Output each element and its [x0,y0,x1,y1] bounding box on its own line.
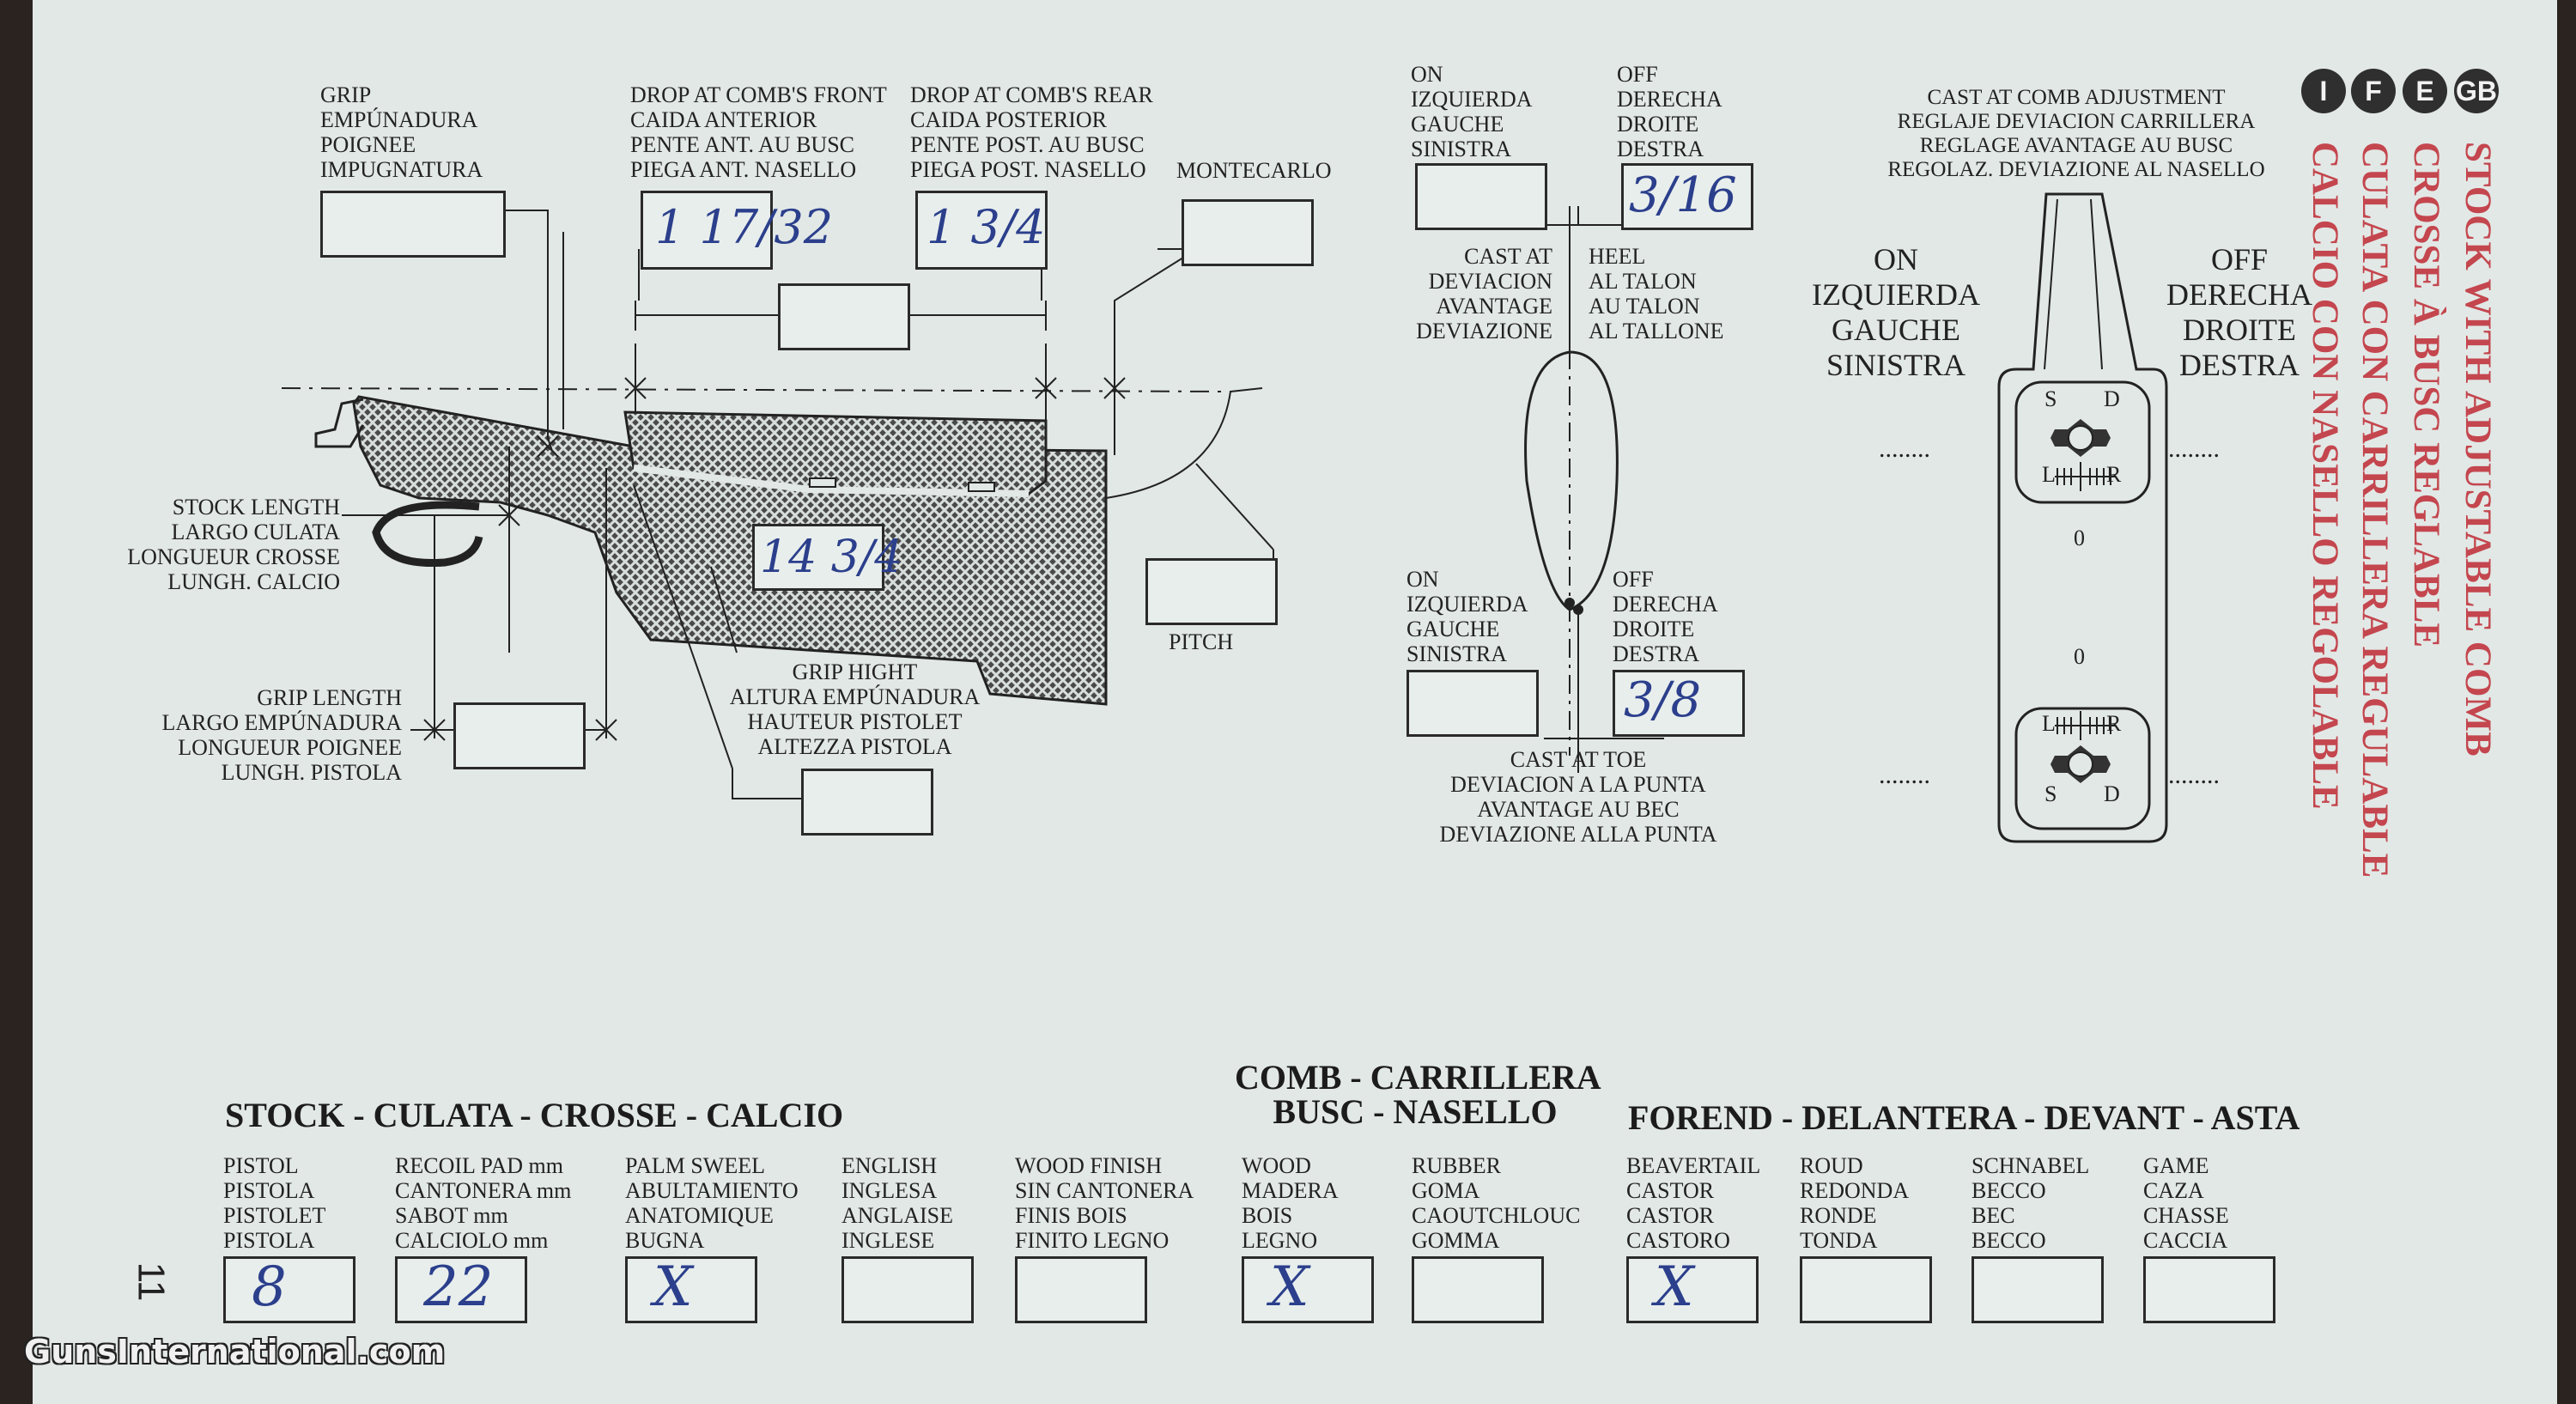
page-number: 11 [130,1261,173,1302]
cast-toe-on-field[interactable] [1406,670,1539,737]
option-checkbox[interactable] [2143,1256,2275,1323]
stock-length-label: STOCK LENGTH LARGO CULATA LONGUEUR CROSS… [127,495,340,594]
comb-on-label: ON IZQUIERDA GAUCHE SINISTRA [1812,242,1980,382]
scale-l-bottom: L [2042,711,2056,736]
drop-rear-handwritten: 1 3/4 [927,200,1046,254]
option-label: ENGLISH INGLESA ANGLAISE INGLESE [841,1153,953,1253]
cast-toe-on-label: ON IZQUIERDA GAUCHE SINISTRA [1406,567,1528,666]
comb-adjustment-title: CAST AT COMB ADJUSTMENT REGLAJE DEVIACIO… [1887,86,2265,181]
comb-heading: COMB - CARRILLERA BUSC - NASELLO [1235,1058,1601,1131]
option-mark: 8 [252,1255,287,1319]
side-title-gb: STOCK WITH ADJUSTABLE COMB [2458,142,2498,757]
option-label: WOOD FINISH SIN CANTONERA FINIS BOIS FIN… [1015,1153,1194,1253]
cast-heel-on-field[interactable] [1415,163,1547,230]
option-label: RECOIL PAD mm CANTONERA mm SABOT mm CALC… [395,1153,572,1253]
side-title-f: CROSSE À BUSC REGLABLE [2406,142,2446,648]
comb-off-label: OFF DERECHA DROITE DESTRA [2166,242,2312,382]
comb-on-dots-lower: ........ [1879,761,1930,789]
form-sheet: GRIP EMPÚNADURA POIGNEE IMPUGNATURA DROP… [33,0,2557,1404]
lang-badge-f: F [2351,69,2396,113]
option-mark: X [653,1255,693,1319]
option-checkbox[interactable] [841,1256,974,1323]
scale-zero-bottom: 0 [2074,644,2085,669]
comb-off-dots-lower: ........ [2168,761,2220,789]
drop-front-label: DROP AT COMB'S FRONT CAIDA ANTERIOR PENT… [630,82,887,182]
side-title-i: CALCIO CON NASELLO REGOLABLE [2305,142,2345,810]
pitch-field[interactable] [1145,558,1278,625]
option-label: WOOD MADERA BOIS LEGNO [1242,1153,1339,1253]
option-label: BEAVERTAIL CASTOR CASTOR CASTORO [1626,1153,1761,1253]
option-mark: X [1655,1255,1694,1319]
stock-length-handwritten: 14 3/4 [760,532,903,583]
option-checkbox[interactable]: 8 [223,1255,355,1323]
stock-heading: STOCK - CULATA - CROSSE - CALCIO [225,1096,844,1134]
scale-d-top: D [2104,386,2120,411]
lang-badge-gb: GB [2454,69,2499,113]
lang-badge-e: E [2403,69,2447,113]
grip-label: GRIP EMPÚNADURA POIGNEE IMPUGNATURA [320,82,483,182]
drop-front-field[interactable]: 1 17/32 [641,191,833,270]
cast-toe-handwritten: 3/8 [1624,672,1702,728]
cast-toe-off-label: OFF DERECHA DROITE DESTRA [1613,567,1718,666]
option-checkbox[interactable] [1971,1256,2104,1323]
scale-d-bottom: D [2104,781,2120,806]
scale-l-top: L [2042,462,2056,487]
option-checkbox[interactable] [1800,1256,1932,1323]
grip-field[interactable] [320,191,506,258]
option-checkbox[interactable] [1015,1256,1147,1323]
option-checkbox[interactable]: X [1242,1255,1374,1323]
comb-on-dots: ........ [1879,435,1930,463]
option-label: RUBBER GOMA CAOUTCHLOUC GOMMA [1412,1153,1581,1253]
drop-front-handwritten: 1 17/32 [655,200,834,254]
option-checkbox[interactable]: X [1626,1255,1759,1323]
option-checkbox[interactable]: 22 [395,1255,527,1323]
option-label: ROUD REDONDA RONDE TONDA [1800,1153,1910,1253]
comb-off-dots: ........ [2168,435,2220,463]
option-checkbox[interactable]: X [625,1255,757,1323]
lang-badge-i: I [2301,69,2346,113]
option-mark: 22 [423,1255,494,1319]
option-checkbox[interactable] [1412,1256,1544,1323]
cast-at-toe-label: CAST AT TOE DEVIACION A LA PUNTA AVANTAG… [1439,747,1717,847]
montecarlo-label: MONTECARLO [1176,158,1332,183]
forend-heading: FOREND - DELANTERA - DEVANT - ASTA [1628,1098,2300,1137]
montecarlo-field[interactable] [1182,199,1314,266]
grip-length-label: GRIP LENGTH LARGO EMPÚNADURA LONGUEUR PO… [161,685,402,785]
grip-length-field[interactable] [453,702,586,769]
pitch-label: PITCH [1169,629,1234,654]
cast-at-heel-label: CAST AT DEVIACION AVANTAGE DEVIAZIONE [1416,244,1552,343]
cast-toe-off-field[interactable]: 3/8 [1613,670,1745,737]
stock-diagram-lines [281,192,2168,843]
grip-height-label: GRIP HIGHT ALTURA EMPÚNADURA HAUTEUR PIS… [729,659,981,759]
drop-difference-field[interactable] [778,283,910,350]
stock-length-field[interactable]: 14 3/4 [752,524,902,591]
watermark: GunsInternational.com [24,1333,446,1371]
grip-height-field[interactable] [801,769,933,836]
option-label: PALM SWEEL ABULTAMIENTO ANATOMIQUE BUGNA [625,1153,799,1253]
option-label: SCHNABEL BECCO BEC BECCO [1971,1153,2090,1253]
drop-rear-field[interactable]: 1 3/4 [915,191,1048,270]
cast-heel-off-label: OFF DERECHA DROITE DESTRA [1617,62,1722,161]
option-label: GAME CAZA CHASSE CACCIA [2143,1153,2229,1253]
cast-heel-handwritten: 3/16 [1629,167,1737,223]
side-title-e: CULATA CON CARRILLERA REGULABLE [2354,142,2395,878]
scale-s-top: S [2044,386,2057,411]
heel-label: HEEL AL TALON AU TALON AL TALLONE [1589,244,1724,343]
drop-rear-label: DROP AT COMB'S REAR CAIDA POSTERIOR PENT… [910,82,1153,182]
scale-r-bottom: R [2106,711,2122,736]
scale-r-top: R [2106,462,2122,487]
option-mark: X [1270,1255,1309,1319]
scale-s-bottom: S [2044,781,2057,806]
cast-heel-on-label: ON IZQUIERDA GAUCHE SINISTRA [1411,62,1533,161]
cast-heel-off-field[interactable]: 3/16 [1621,163,1753,230]
scale-zero-top: 0 [2074,526,2085,550]
option-label: PISTOL PISTOLA PISTOLET PISTOLA [223,1153,326,1253]
